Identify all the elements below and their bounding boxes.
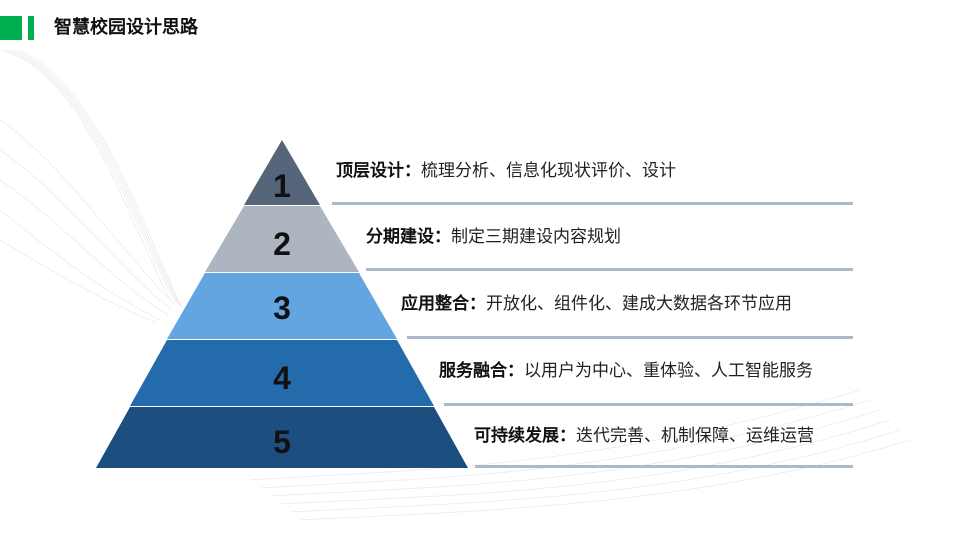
pyramid-level-2 [205, 206, 359, 272]
header-accent-block [0, 16, 22, 40]
level-heading: 顶层设计： [336, 161, 421, 181]
pyramid-level-4 [130, 340, 434, 406]
level-number-3: 3 [273, 290, 291, 326]
level-text: 以用户为中心、重体验、人工智能服务 [524, 361, 813, 381]
level-number-2: 2 [273, 226, 291, 262]
level-description-4: 服务融合：以用户为中心、重体验、人工智能服务 [439, 359, 813, 383]
level-heading: 分期建设： [366, 227, 451, 247]
level-text: 迭代完善、机制保障、运维运营 [576, 426, 814, 446]
level-heading: 应用整合： [401, 294, 486, 314]
pyramid-level-1 [244, 140, 320, 205]
level-number-1: 1 [273, 168, 291, 204]
level-text: 制定三期建设内容规划 [451, 227, 621, 247]
level-description-1: 顶层设计：梳理分析、信息化现状评价、设计 [336, 159, 676, 183]
separator-line-4 [444, 403, 853, 406]
level-heading: 可持续发展： [474, 426, 576, 446]
page-title: 智慧校园设计思路 [54, 17, 198, 38]
separator-line-1 [332, 202, 853, 205]
level-number-5: 5 [273, 424, 291, 460]
pyramid-level-3 [167, 273, 397, 339]
header-accent-stripe [28, 16, 34, 40]
level-description-3: 应用整合：开放化、组件化、建成大数据各环节应用 [401, 292, 792, 316]
pyramid-level-5 [96, 407, 468, 468]
level-number-4: 4 [273, 360, 291, 396]
level-text: 梳理分析、信息化现状评价、设计 [421, 161, 676, 181]
separator-line-2 [366, 268, 853, 271]
separator-line-3 [407, 336, 853, 339]
level-description-5: 可持续发展：迭代完善、机制保障、运维运营 [474, 424, 814, 448]
level-heading: 服务融合： [439, 361, 524, 381]
separator-line-5 [475, 465, 853, 468]
level-text: 开放化、组件化、建成大数据各环节应用 [486, 294, 792, 314]
level-description-2: 分期建设：制定三期建设内容规划 [366, 225, 621, 249]
